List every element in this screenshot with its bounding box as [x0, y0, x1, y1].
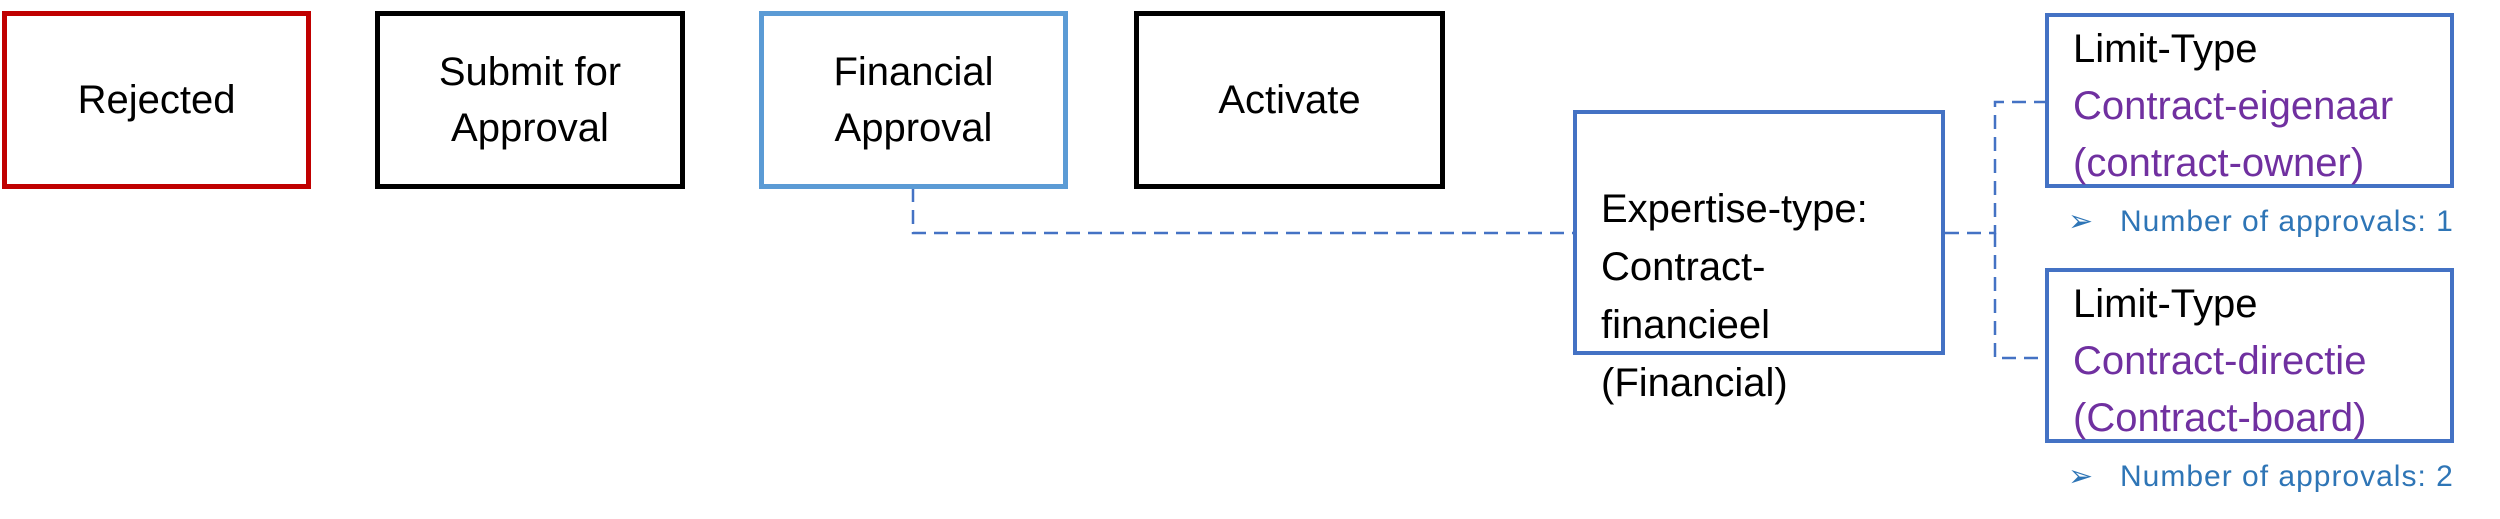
approvals-note-contract-board: ➢ Number of approvals: 2	[2068, 459, 2454, 495]
limit-type-value: Contract-directie (Contract-board)	[2073, 339, 2367, 440]
limit-type-box-contract-board[interactable]: Limit-Type Contract-directie (Contract-b…	[2045, 268, 2454, 443]
arrowhead-bullet-icon: ➢	[2068, 460, 2095, 493]
expertise-type-label: Expertise-type: Contract- financieel (Fi…	[1601, 187, 1868, 405]
approvals-note-contract-owner: ➢ Number of approvals: 1	[2068, 204, 2454, 240]
approvals-count-text: Number of approvals: 1	[2120, 205, 2454, 238]
expertise-type-box[interactable]: Expertise-type: Contract- financieel (Fi…	[1573, 110, 1945, 405]
expertise-to-limit-board-connector	[1993, 233, 2047, 360]
limit-type-label: Limit-Type	[2073, 282, 2258, 326]
financial-approval-state-label: Financial Approval	[833, 50, 994, 150]
rejected-state-label: Rejected	[77, 78, 236, 122]
approvals-count-text: Number of approvals: 2	[2120, 460, 2454, 493]
expertise-to-limit-owner-connector	[1945, 100, 2047, 235]
limit-type-label: Limit-Type	[2073, 27, 2258, 71]
financial-to-expertise-connector	[911, 188, 1575, 235]
submit-for-approval-state-label: Submit for Approval	[438, 50, 622, 150]
activate-state-label: Activate	[1218, 78, 1361, 122]
rejected-state-box[interactable]: Rejected	[2, 11, 311, 189]
submit-for-approval-state-box[interactable]: Submit for Approval	[375, 11, 685, 189]
limit-type-box-contract-owner[interactable]: Limit-Type Contract-eigenaar (contract-o…	[2045, 13, 2454, 188]
arrowhead-bullet-icon: ➢	[2068, 205, 2095, 238]
financial-approval-state-box[interactable]: Financial Approval	[759, 11, 1068, 189]
activate-state-box[interactable]: Activate	[1134, 11, 1445, 189]
limit-type-value: Contract-eigenaar (contract-owner)	[2073, 84, 2394, 185]
